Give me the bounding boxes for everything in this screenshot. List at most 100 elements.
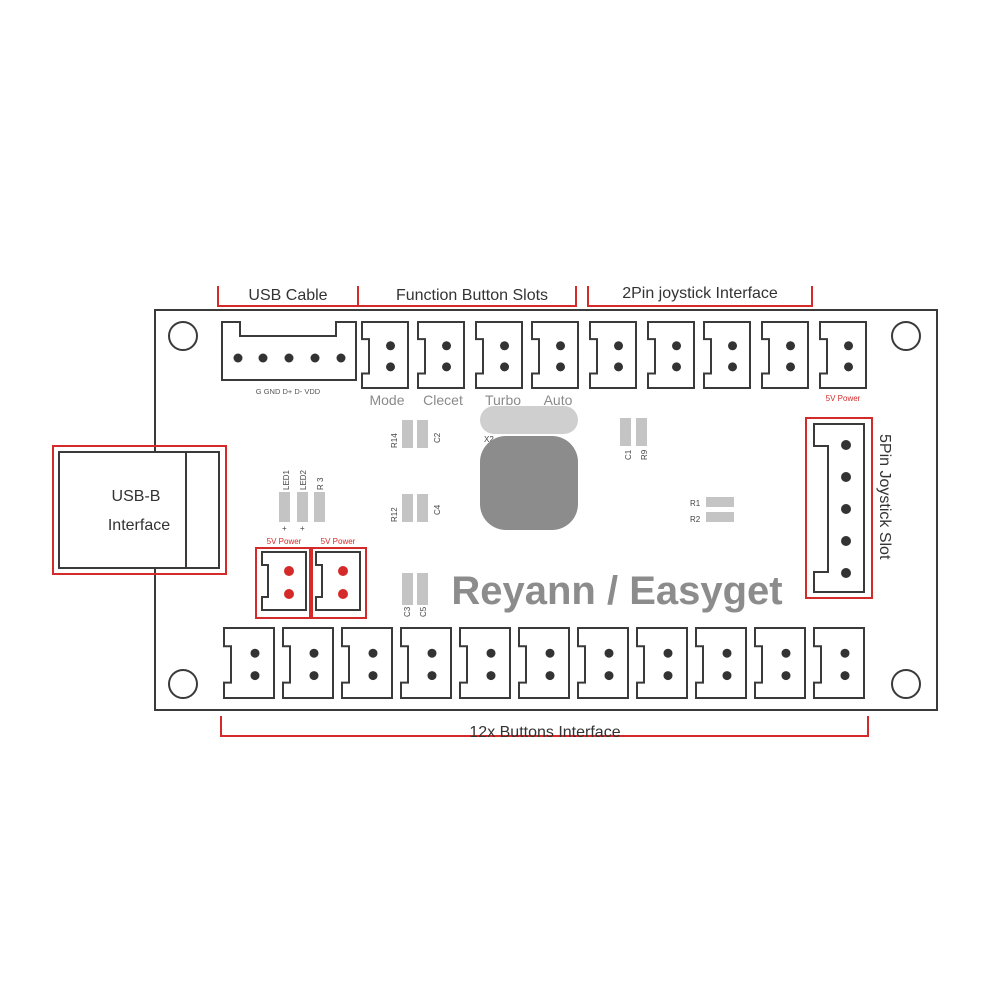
main-chip [480,436,578,530]
power-connector-2-pin-2 [338,589,348,599]
function-slot-clecet-pin-2 [442,362,452,372]
usb-b-interface [52,445,227,575]
buttons-12x-bracket [220,716,869,737]
joystick-2pin-slot-2-pin-1 [672,341,682,351]
smd-c2 [417,420,428,448]
usb-b-label-line2: Interface [108,517,170,534]
function-slot-turbo-pin-2 [500,362,510,372]
crystal-x2 [480,406,578,434]
label-r9: R9 [640,449,649,460]
smd-c5 [417,573,428,605]
button-slot-6-housing [518,627,570,699]
mount-hole-bottom-left [168,669,198,699]
button-slot-8-pin-2 [663,671,673,681]
joystick-power-slot-housing [819,321,867,389]
smd-r1 [706,497,734,507]
power-connector-2-housing [315,551,361,611]
mount-hole-top-left [168,321,198,351]
smd-led2 [297,492,308,522]
button-slot-6-pin-2 [545,671,555,681]
smd-components [279,418,734,605]
joystick-pin-3 [841,504,851,514]
usb-cable-connector [221,321,357,381]
function-slot-mode [361,321,409,389]
button-slot-11 [813,627,865,699]
function-label-mode: Mode [369,392,404,408]
power-connector-1-pin-1 [284,566,294,576]
function-label-turbo: Turbo [485,392,521,408]
function-slot-auto [531,321,579,389]
joystick-power-label: 5V Power [826,394,861,403]
button-slot-9-pin-2 [722,671,732,681]
button-slot-8 [636,627,688,699]
function-slot-auto-pin-2 [556,362,566,372]
button-slot-2-housing [282,627,334,699]
button-slot-7-pin-1 [604,648,614,658]
button-slot-7-housing [577,627,629,699]
function-slot-mode-pin-2 [386,362,396,372]
usb-pin-3 [284,353,294,363]
label-led2: LED2 [299,469,308,490]
button-slot-8-housing [636,627,688,699]
mounting-holes [168,321,921,699]
button-slot-10-pin-1 [781,648,791,658]
usb-pin-2 [258,353,268,363]
power-connector-1-housing [261,551,307,611]
top-annotations [217,286,813,307]
joystick-2pin-slot-4 [761,321,809,389]
button-slot-6-pin-1 [545,648,555,658]
button-slot-5-housing [459,627,511,699]
crystal-label: X2 [484,435,494,444]
usb-pin-1 [233,353,243,363]
joystick-5pin-label: 5Pin Joystick Slot [876,434,893,560]
smd-r12 [402,494,413,522]
joystick-2pin-slot-4-pin-2 [786,362,796,372]
joystick-power-slot [819,321,867,389]
function-slot-mode-pin-1 [386,341,396,351]
mount-hole-bottom-right [891,669,921,699]
smd-r9 [636,418,647,446]
smd-r2 [706,512,734,522]
joystick-2pin-slot-2 [647,321,695,389]
joystick-2pin-slot-2-pin-2 [672,362,682,372]
button-slot-3-pin-2 [368,671,378,681]
button-slot-7 [577,627,629,699]
function-slot-auto-housing [531,321,579,389]
usb-b-label-line1: USB-B [112,488,161,505]
button-slot-3-pin-1 [368,648,378,658]
function-label-auto: Auto [544,392,573,408]
label-plus-led1: + [282,524,287,533]
function-slot-clecet [417,321,465,389]
joystick-2pin-slot-1-housing [589,321,637,389]
function-slot-clecet-pin-1 [442,341,452,351]
button-slot-1-pin-1 [250,648,260,658]
label-r14: R14 [390,433,399,448]
joystick-2pin-slot-1 [589,321,637,389]
function-slots-label: Function Button Slots [396,287,548,304]
function-slot-turbo-housing [475,321,523,389]
smd-led1 [279,492,290,522]
joystick-2pin-label: 2Pin joystick Interface [622,285,778,302]
power-connector-1-frame [255,547,313,619]
joystick-pin-2 [841,472,851,482]
function-label-clecet: Clecet [423,392,463,408]
smd-c4 [417,494,428,522]
power-connectors [255,547,367,619]
button-slot-3-housing [341,627,393,699]
usb-pin-labels: G GND D+ D- VDD [256,387,321,396]
joystick-power-slot-pin-1 [844,341,854,351]
button-slot-10 [754,627,806,699]
button-slot-5-pin-1 [486,648,496,658]
joystick-2pin-slot-1-pin-2 [614,362,624,372]
buttons-12x-label: 12x Buttons Interface [469,724,620,741]
usb-pin-5 [336,353,346,363]
joystick-power-slot-pin-2 [844,362,854,372]
button-slot-2 [282,627,334,699]
joystick-2pin-slot-1-pin-1 [614,341,624,351]
function-slot-mode-housing [361,321,409,389]
function-slot-turbo-pin-1 [500,341,510,351]
function-slot-turbo [475,321,523,389]
label-r2: R2 [690,515,701,524]
